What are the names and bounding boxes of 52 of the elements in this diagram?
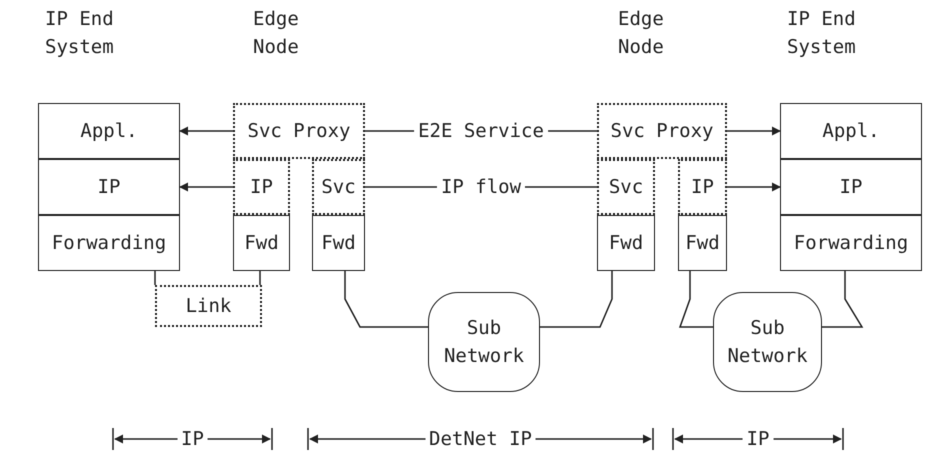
dotted-layer-box xyxy=(597,159,655,215)
arrow xyxy=(727,126,781,136)
layer-box xyxy=(780,103,922,159)
arrow xyxy=(179,126,233,136)
layer-box xyxy=(38,215,180,271)
layer-box xyxy=(780,215,922,271)
connector-line xyxy=(822,271,864,328)
subnetwork-shape xyxy=(428,292,540,392)
box-label: Fwd xyxy=(685,231,720,256)
arrow xyxy=(179,182,233,192)
layer-box xyxy=(38,103,180,159)
dotted-layer-box xyxy=(233,103,365,159)
arrow xyxy=(727,182,781,192)
dotted-layer-box xyxy=(233,159,290,215)
layer-box xyxy=(678,215,727,271)
subnetwork-shape xyxy=(713,292,822,392)
connector-line xyxy=(540,271,613,328)
box-label: Link xyxy=(186,294,232,319)
dotted-layer-box xyxy=(678,159,727,215)
box-label: Fwd xyxy=(321,231,356,256)
column-heading: IP End System xyxy=(787,7,857,60)
column-heading: Edge Node xyxy=(253,7,300,60)
dotted-layer-box xyxy=(312,159,365,215)
box-label: Svc Proxy xyxy=(610,119,714,144)
connector-line xyxy=(344,271,428,328)
box-label: Forwarding xyxy=(794,231,908,256)
box-label: Fwd xyxy=(608,231,644,256)
connector-line xyxy=(259,271,261,285)
layer-box xyxy=(312,215,365,271)
box-label: IP xyxy=(691,175,714,200)
box-label: Appl. xyxy=(80,119,138,144)
box-label: Appl. xyxy=(822,119,880,144)
box-label: Sub Network xyxy=(726,316,809,369)
connector-line xyxy=(154,271,156,285)
dotted-layer-box xyxy=(597,103,727,159)
box-label: Svc xyxy=(321,175,356,200)
box-label: Sub Network xyxy=(442,316,526,369)
box-label: IP xyxy=(250,175,273,200)
box-label: IP xyxy=(840,175,862,200)
layer-box xyxy=(780,159,922,215)
box-label: Forwarding xyxy=(52,231,166,256)
box-label: Svc Proxy xyxy=(248,119,350,144)
column-heading: IP End System xyxy=(45,7,115,60)
connector-line xyxy=(678,271,713,328)
column-heading: Edge Node xyxy=(618,7,665,60)
layer-box xyxy=(597,215,655,271)
layer-box xyxy=(38,159,180,215)
box-label: IP xyxy=(98,175,120,200)
dotted-layer-box xyxy=(155,285,262,327)
box-label: Fwd xyxy=(244,231,279,256)
layer-box xyxy=(233,215,290,271)
box-label: Svc xyxy=(608,175,644,200)
